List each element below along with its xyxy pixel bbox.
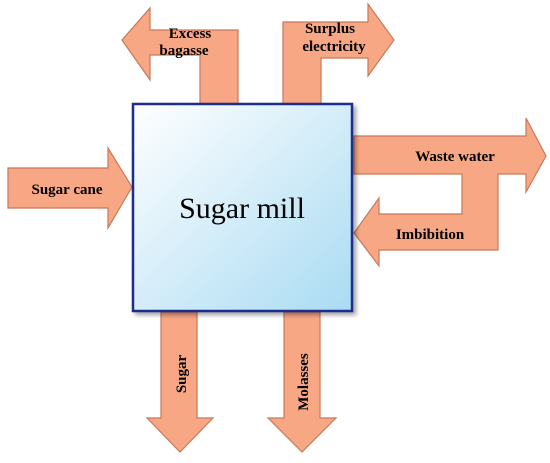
waste-water-arrow — [353, 117, 547, 268]
sugar-mill-box — [131, 102, 354, 313]
sugar-cane-arrow — [7, 145, 133, 231]
sugar-arrow — [145, 311, 215, 453]
imbibition-label: Imbibition — [396, 227, 465, 243]
excess-bagasse-label-line1: Excess — [169, 26, 212, 42]
excess-bagasse-arrow — [121, 6, 239, 105]
surplus-electricity-arrow — [282, 2, 395, 105]
sugar-mill-label: Sugar mill — [179, 192, 305, 225]
molasses-label: Molasses — [296, 353, 312, 411]
waste-water-label: Waste water — [415, 149, 495, 165]
surplus-electricity-label-line1: Surplus — [305, 21, 355, 37]
sugar-label: Sugar — [174, 354, 190, 393]
excess-bagasse-label-line2: bagasse — [159, 43, 209, 59]
molasses-arrow — [266, 311, 338, 453]
sugar-cane-label: Sugar cane — [32, 182, 103, 198]
surplus-electricity-label-line2: electricity — [302, 39, 366, 55]
